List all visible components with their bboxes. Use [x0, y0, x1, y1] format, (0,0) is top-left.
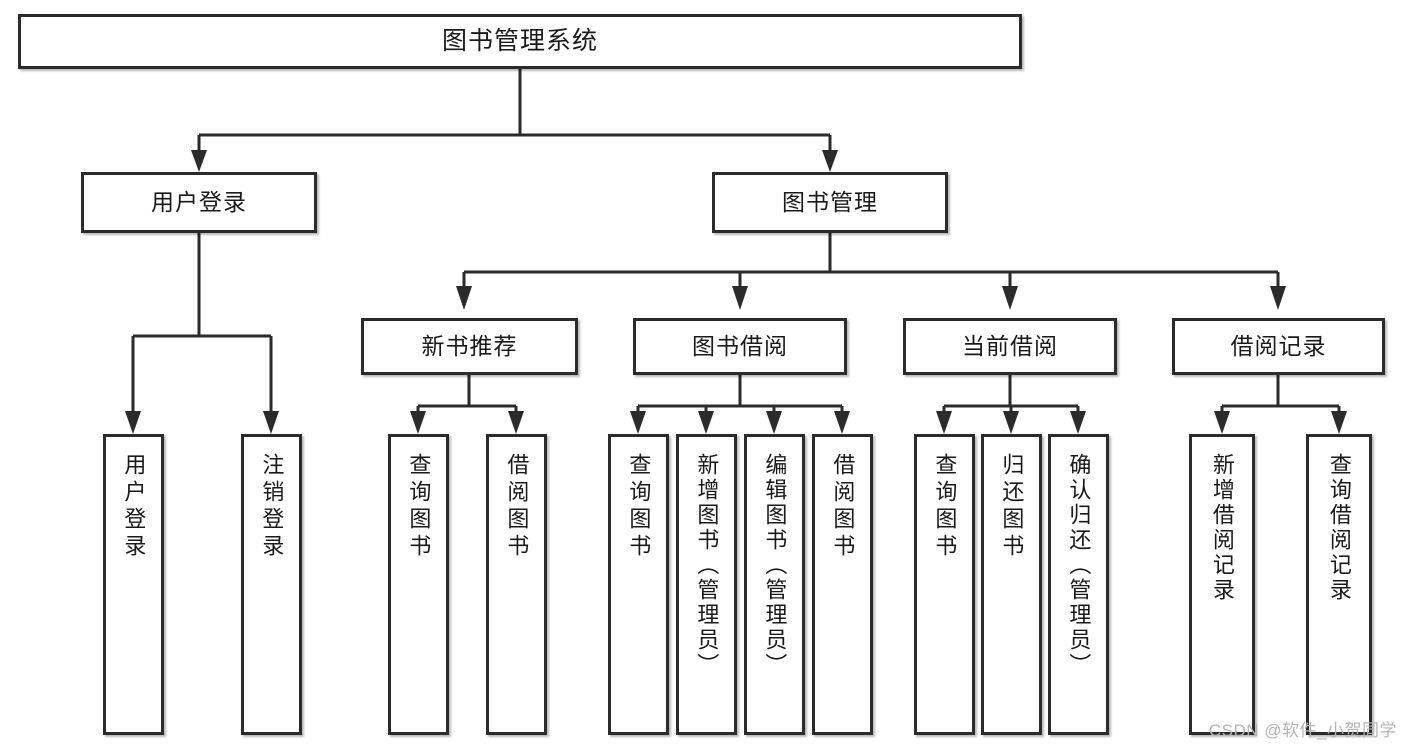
arrowhead-leaf-logout — [263, 411, 279, 434]
node-leaf-add-book-admin-label: 新增图书（管理员） — [694, 453, 720, 678]
node-leaf-logout-label: 注销登录 — [259, 453, 285, 561]
node-leaf-borrow-book[interactable]: 借阅图书 — [812, 434, 873, 735]
node-leaf-return-book[interactable]: 归还图书 — [981, 434, 1042, 735]
node-leaf-confirm-return-admin[interactable]: 确认归还（管理员） — [1048, 434, 1109, 735]
node-leaf-newbook-borrow-book[interactable]: 借阅图书 — [486, 434, 547, 735]
arrowhead-current-leaf-2 — [1003, 411, 1019, 434]
node-user-login-label: 用户登录 — [151, 188, 247, 215]
node-leaf-add-borrow-record-label: 新增借阅记录 — [1209, 453, 1235, 603]
node-new-book-recommend[interactable]: 新书推荐 — [361, 318, 578, 375]
node-leaf-borrow-book-label: 借阅图书 — [830, 453, 856, 561]
node-leaf-borrow-query-book[interactable]: 查询图书 — [608, 434, 669, 735]
node-leaf-current-query-book[interactable]: 查询图书 — [914, 434, 975, 735]
arrowhead-record-leaf-1 — [1214, 411, 1230, 434]
node-leaf-edit-book-admin-label: 编辑图书（管理员） — [762, 453, 788, 678]
arrowhead-leaf-user-login — [125, 411, 141, 434]
node-leaf-edit-book-admin[interactable]: 编辑图书（管理员） — [744, 434, 805, 735]
node-leaf-logout[interactable]: 注销登录 — [241, 434, 302, 735]
arrowhead-book-mgmt — [822, 150, 838, 172]
node-leaf-newbook-query-book[interactable]: 查询图书 — [388, 434, 449, 735]
csdn-watermark: CSDN @软件_小贺同学 — [1208, 721, 1397, 740]
node-current-borrow-label: 当前借阅 — [962, 332, 1058, 359]
node-leaf-user-login[interactable]: 用户登录 — [103, 434, 164, 735]
arrowhead-borrow — [732, 286, 748, 310]
arrowhead-borrow-leaf-4 — [834, 411, 850, 434]
node-leaf-add-book-admin[interactable]: 新增图书（管理员） — [676, 434, 737, 735]
node-leaf-query-borrow-record[interactable]: 查询借阅记录 — [1306, 434, 1372, 735]
arrowhead-new-book — [456, 286, 472, 310]
node-book-management[interactable]: 图书管理 — [712, 172, 948, 233]
arrowhead-borrow-leaf-1 — [630, 411, 646, 434]
node-book-borrow[interactable]: 图书借阅 — [633, 318, 847, 375]
node-new-book-recommend-label: 新书推荐 — [421, 332, 518, 359]
node-leaf-confirm-return-admin-label: 确认归还（管理员） — [1066, 453, 1092, 678]
arrowhead-record — [1270, 286, 1286, 310]
node-borrow-record[interactable]: 借阅记录 — [1172, 318, 1385, 375]
arrowhead-newbook-leaf-2 — [508, 411, 524, 434]
node-borrow-record-label: 借阅记录 — [1230, 332, 1327, 359]
arrowhead-newbook-leaf-1 — [410, 411, 426, 434]
arrowhead-current-leaf-1 — [936, 411, 952, 434]
node-user-login[interactable]: 用户登录 — [81, 172, 317, 233]
node-book-management-label: 图书管理 — [782, 188, 878, 215]
arrowhead-user-login — [191, 150, 207, 172]
node-leaf-newbook-query-book-label: 查询图书 — [406, 453, 432, 561]
node-leaf-current-query-book-label: 查询图书 — [932, 453, 958, 561]
node-leaf-add-borrow-record[interactable]: 新增借阅记录 — [1189, 434, 1255, 735]
node-root-system-label: 图书管理系统 — [441, 26, 598, 55]
node-leaf-query-borrow-record-label: 查询借阅记录 — [1326, 453, 1352, 603]
node-leaf-newbook-borrow-book-label: 借阅图书 — [504, 453, 530, 561]
node-leaf-borrow-query-book-label: 查询图书 — [626, 453, 652, 561]
node-book-borrow-label: 图书借阅 — [692, 332, 788, 359]
arrowhead-borrow-leaf-3 — [766, 411, 782, 434]
arrowhead-current — [1002, 286, 1018, 310]
node-leaf-user-login-label: 用户登录 — [121, 453, 147, 561]
node-root-system[interactable]: 图书管理系统 — [18, 14, 1022, 69]
arrowhead-borrow-leaf-2 — [698, 411, 714, 434]
node-leaf-return-book-label: 归还图书 — [999, 453, 1025, 561]
arrowhead-current-leaf-3 — [1070, 411, 1086, 434]
node-current-borrow[interactable]: 当前借阅 — [903, 318, 1117, 375]
arrowhead-record-leaf-2 — [1331, 411, 1347, 434]
